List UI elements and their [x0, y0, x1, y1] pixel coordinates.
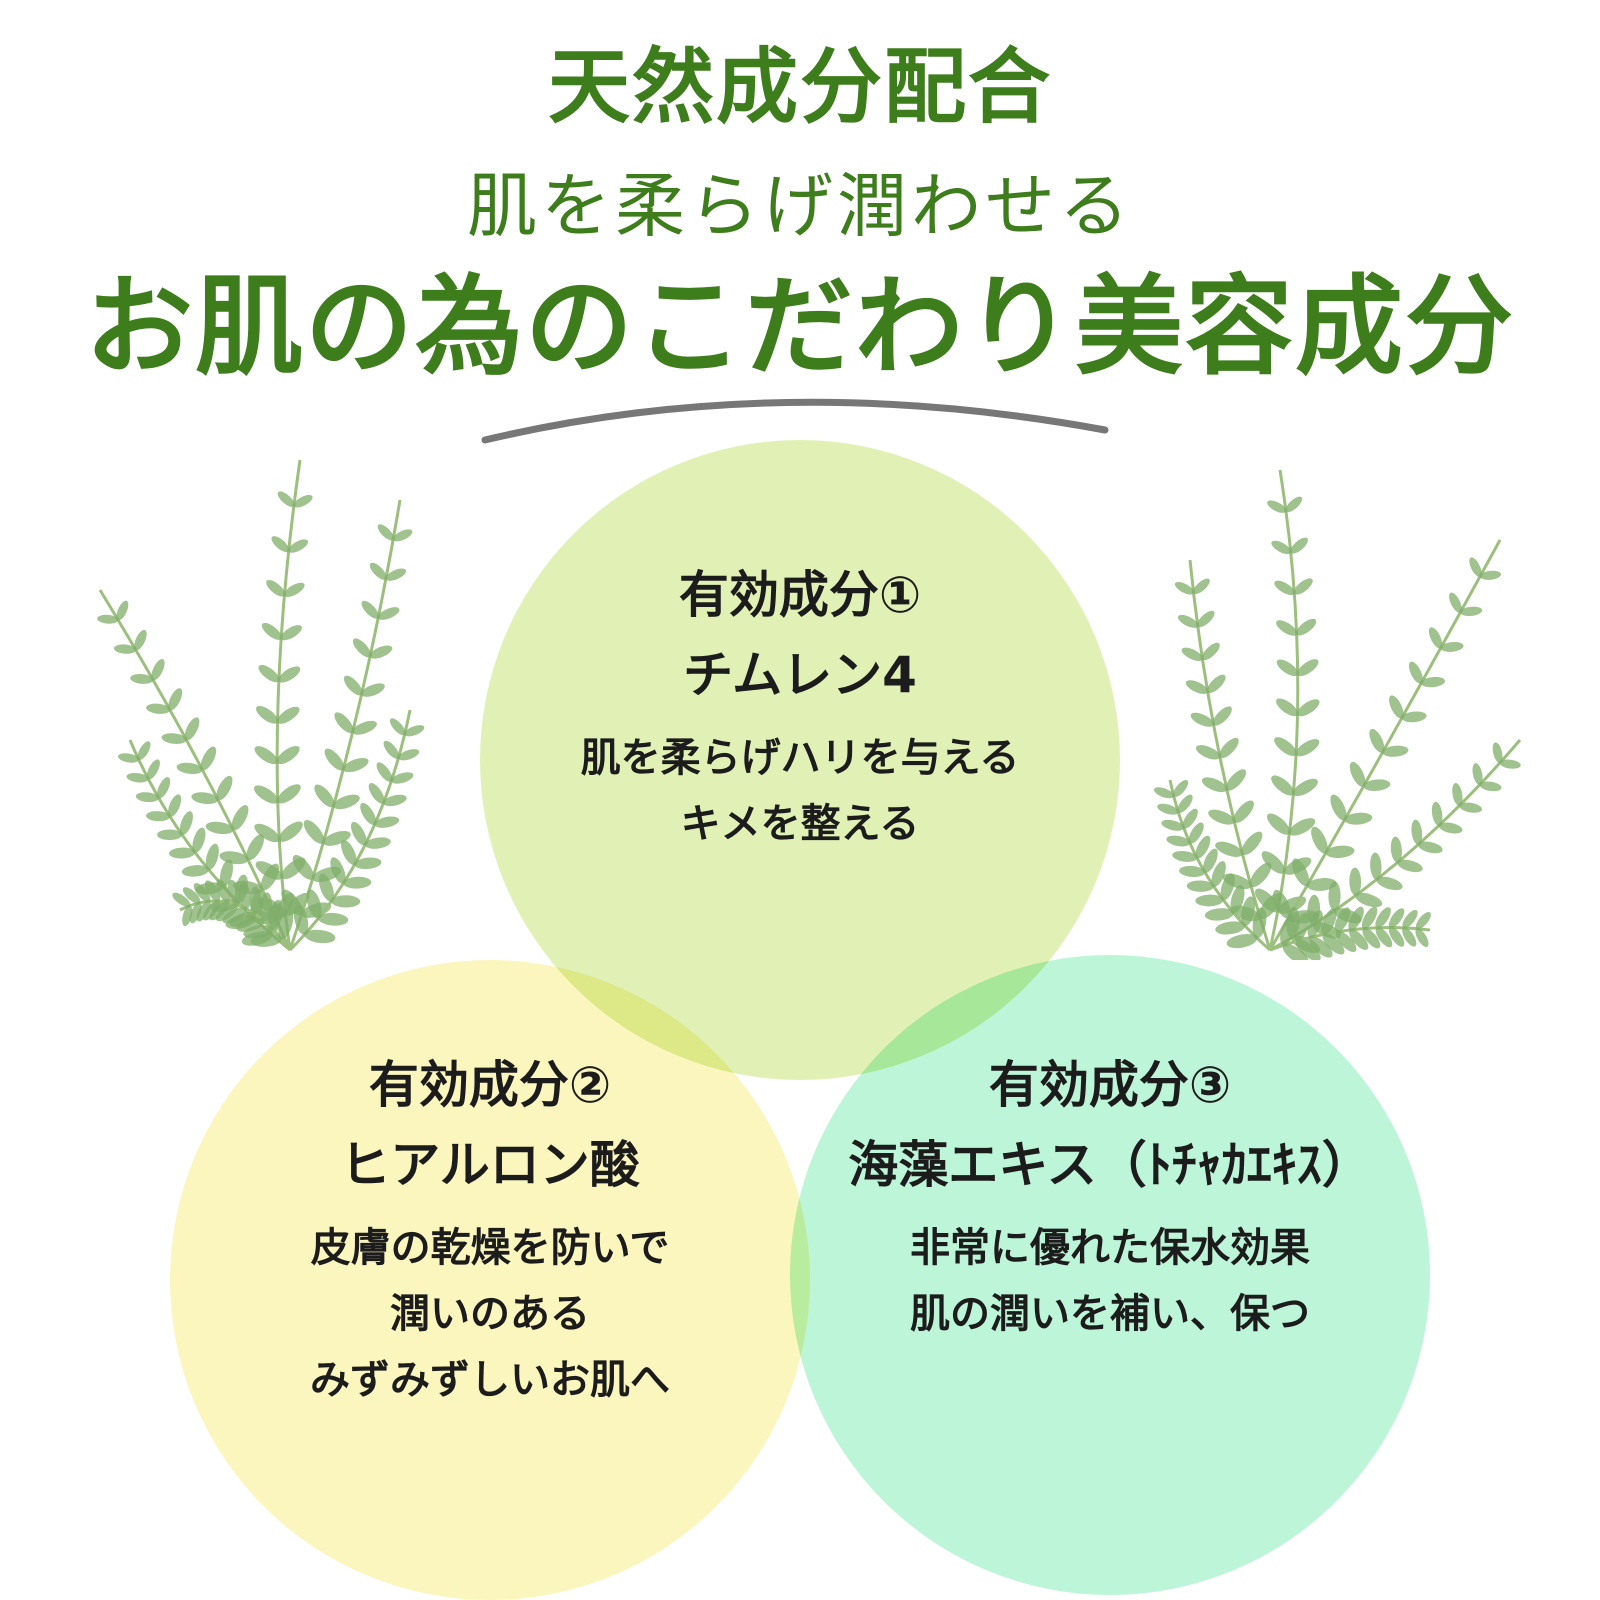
herb-illustration-left [97, 459, 425, 952]
headline-softening: 肌を柔らげ潤わせる [467, 165, 1133, 247]
ingredient-3-name: 海藻エキス（ﾄﾁｬｶｴｷｽ） [848, 1136, 1372, 1194]
ingredient-2-title: 有効成分② [368, 1056, 612, 1114]
ingredient-3-title: 有効成分③ [988, 1056, 1232, 1114]
herb-illustration-right [1153, 469, 1522, 960]
ingredient-1-text: 有効成分① チムレン4 肌を柔らげハリを与える キメを整える [480, 565, 1120, 857]
ingredient-1-desc-2: キメを整える [680, 801, 920, 847]
ingredient-2-desc-2: 潤いのある [390, 1291, 590, 1337]
ingredient-3-desc-1: 非常に優れた保水効果 [910, 1225, 1310, 1271]
ingredient-1-name: チムレン4 [683, 646, 917, 704]
ingredient-2-text: 有効成分② ヒアルロン酸 皮膚の乾燥を防いで 潤いのある みずみずしいお肌へ [170, 1055, 810, 1413]
ingredient-circle-3 [790, 955, 1430, 1595]
ingredient-2-desc-1: 皮膚の乾燥を防いで [310, 1225, 670, 1271]
ingredient-2-name: ヒアルロン酸 [340, 1136, 640, 1194]
ingredient-1-desc-1: 肌を柔らげハリを与える [580, 735, 1020, 781]
headline-beauty-ingredients: お肌の為のこだわり美容成分 [84, 265, 1515, 390]
ingredient-3-text: 有効成分③ 海藻エキス（ﾄﾁｬｶｴｷｽ） 非常に優れた保水効果 肌の潤いを補い、… [790, 1055, 1430, 1347]
ingredient-3-desc-2: 肌の潤いを補い、保つ [910, 1291, 1310, 1337]
ingredient-1-title: 有効成分① [678, 566, 922, 624]
ingredient-2-desc-3: みずみずしいお肌へ [310, 1357, 670, 1403]
headline-natural-ingredients: 天然成分配合 [547, 40, 1052, 135]
decorative-arc [481, 398, 1109, 444]
ingredient-circle-2 [170, 960, 810, 1600]
